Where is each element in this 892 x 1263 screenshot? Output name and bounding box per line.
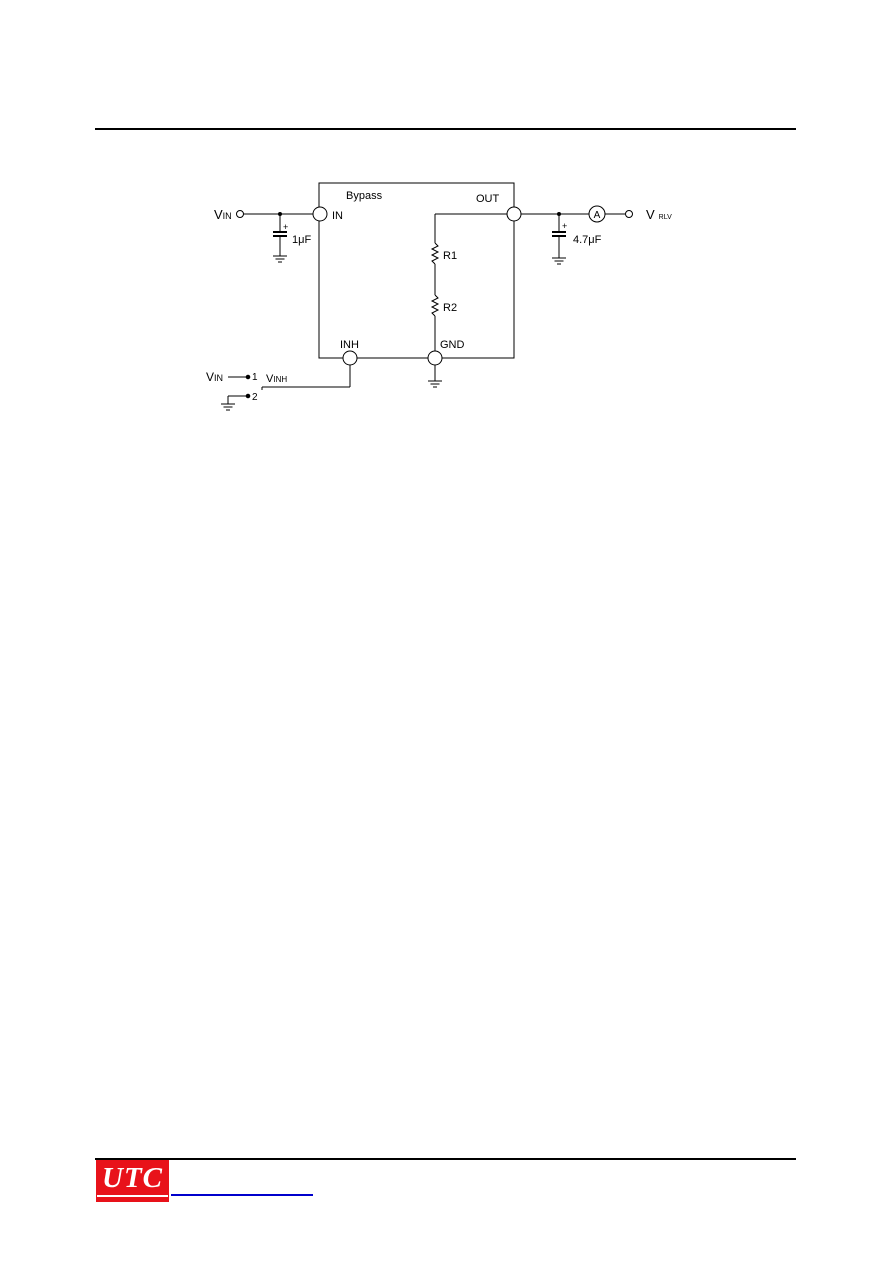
in-label: IN [332, 210, 343, 222]
switch-contact-1 [245, 374, 251, 380]
footer-rule [95, 1158, 796, 1160]
in-pin [312, 206, 328, 222]
website-link[interactable] [171, 1194, 313, 1196]
out-pin [506, 206, 522, 222]
vinh-label: VINH [266, 373, 287, 385]
utc-logo-text: UTC [102, 1162, 163, 1194]
inh-pin [342, 350, 358, 366]
resistor-r2 [430, 294, 440, 317]
switch-pos-2: 2 [252, 392, 258, 403]
switch-pos-1: 1 [252, 372, 258, 383]
switch-contact-2 [245, 393, 251, 399]
out-label: OUT [476, 193, 500, 205]
vin-label: VIN [214, 207, 232, 222]
cap-plus-mark: + [562, 221, 567, 231]
vrlv-terminal [625, 210, 633, 218]
junction-dot [557, 212, 561, 216]
r1-label: R1 [443, 250, 457, 262]
r2-label: R2 [443, 302, 457, 314]
cap-1uf-label: 1μF [292, 234, 311, 246]
regulator-block [318, 182, 515, 359]
cap-4u7-label: 4.7μF [573, 234, 602, 246]
logo-underline [97, 1195, 168, 1197]
cap-plus-mark: + [283, 222, 288, 232]
utc-logo: UTC [96, 1160, 169, 1202]
bypass-label: Bypass [346, 190, 383, 202]
vin-terminal [236, 210, 244, 218]
gnd-label: GND [440, 339, 465, 351]
inh-label: INH [340, 339, 359, 351]
ammeter-label: A [594, 210, 601, 221]
resistor-r1 [430, 242, 440, 265]
junction-dot [278, 212, 282, 216]
gnd-pin [427, 350, 443, 366]
switch-vin-label: VIN [206, 370, 223, 384]
header-rule [95, 128, 796, 130]
